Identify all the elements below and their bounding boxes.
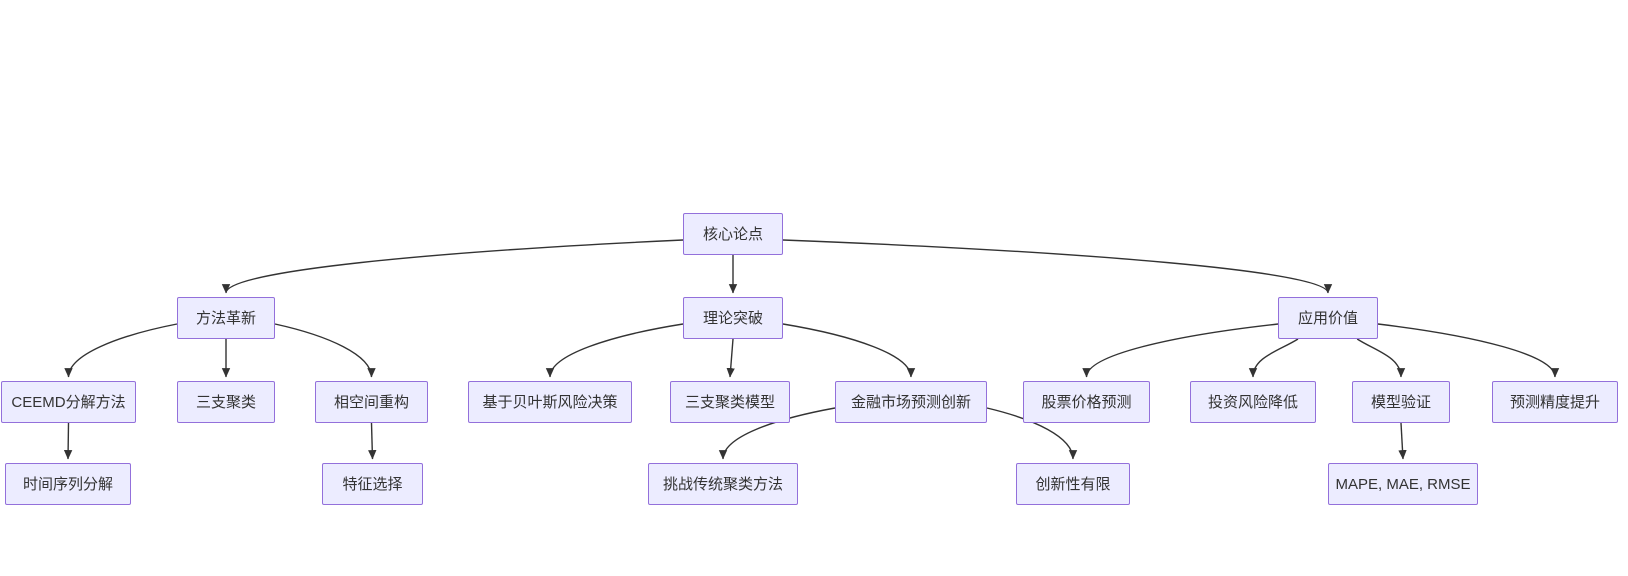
node-label: 挑战传统聚类方法 (662, 475, 783, 493)
edge-model-val-metrics (1398, 422, 1407, 460)
flowchart-node-limited: 创新性有限 (1016, 463, 1130, 505)
edge-theory-bayes (545, 323, 684, 378)
flowchart-node-accuracy: 预测精度提升 (1492, 381, 1618, 423)
flowchart-node-stock: 股票价格预测 (1023, 381, 1150, 423)
flowchart-node-core: 核心论点 (683, 213, 783, 255)
flowchart-node-feature: 特征选择 (322, 463, 423, 505)
node-label: CEEMD分解方法 (11, 393, 126, 411)
flowchart-node-challenge: 挑战传统聚类方法 (648, 463, 798, 505)
edge-theory-fin-innov (782, 323, 916, 378)
edge-method-ceemd (64, 323, 178, 378)
edge-fin-innov-limited (986, 407, 1078, 460)
edge-core-method (221, 239, 684, 294)
node-label: 金融市场预测创新 (850, 393, 971, 411)
node-label: 预测精度提升 (1509, 393, 1600, 411)
node-label: 模型验证 (1370, 393, 1431, 411)
edge-application-accuracy (1377, 323, 1560, 378)
flowchart-node-phase: 相空间重构 (315, 381, 428, 423)
flowchart-node-three-way: 三支聚类 (177, 381, 275, 423)
flowchart-node-ceemd: CEEMD分解方法 (1, 381, 136, 423)
node-label: 相空间重构 (333, 393, 409, 411)
flowchart-node-twc-model: 三支聚类模型 (670, 381, 790, 423)
node-label: 时间序列分解 (22, 475, 113, 493)
node-label: MAPE, MAE, RMSE (1335, 475, 1471, 493)
edge-ceemd-ts-decomp (63, 422, 73, 460)
edge-application-stock (1082, 323, 1279, 378)
flowchart-node-method: 方法革新 (177, 297, 275, 339)
node-label: 创新性有限 (1035, 475, 1111, 493)
edge-fin-innov-challenge (718, 407, 836, 460)
node-label: 理论突破 (702, 309, 763, 327)
edge-phase-feature (368, 422, 377, 460)
node-label: 三支聚类模型 (684, 393, 775, 411)
node-label: 方法革新 (195, 309, 256, 327)
node-label: 股票价格预测 (1041, 393, 1132, 411)
node-label: 特征选择 (342, 475, 403, 493)
flowchart-node-theory: 理论突破 (683, 297, 783, 339)
edge-core-application (782, 239, 1333, 294)
flowchart-node-ts-decomp: 时间序列分解 (5, 463, 131, 505)
flowchart-node-model-val: 模型验证 (1352, 381, 1450, 423)
node-label: 三支聚类 (195, 393, 256, 411)
node-label: 应用价值 (1297, 309, 1358, 327)
edge-application-invest (1248, 338, 1299, 378)
flowchart-node-fin-innov: 金融市场预测创新 (835, 381, 987, 423)
node-label: 基于贝叶斯风险决策 (482, 393, 618, 411)
edge-method-phase (274, 323, 376, 378)
edge-application-model-val (1356, 338, 1406, 378)
flowchart-node-invest: 投资风险降低 (1190, 381, 1316, 423)
flowchart-node-metrics: MAPE, MAE, RMSE (1328, 463, 1478, 505)
node-label: 投资风险降低 (1207, 393, 1298, 411)
flowchart-node-bayes: 基于贝叶斯风险决策 (468, 381, 632, 423)
flowchart-node-application: 应用价值 (1278, 297, 1378, 339)
node-label: 核心论点 (702, 225, 763, 243)
edge-theory-twc-model (726, 338, 735, 378)
